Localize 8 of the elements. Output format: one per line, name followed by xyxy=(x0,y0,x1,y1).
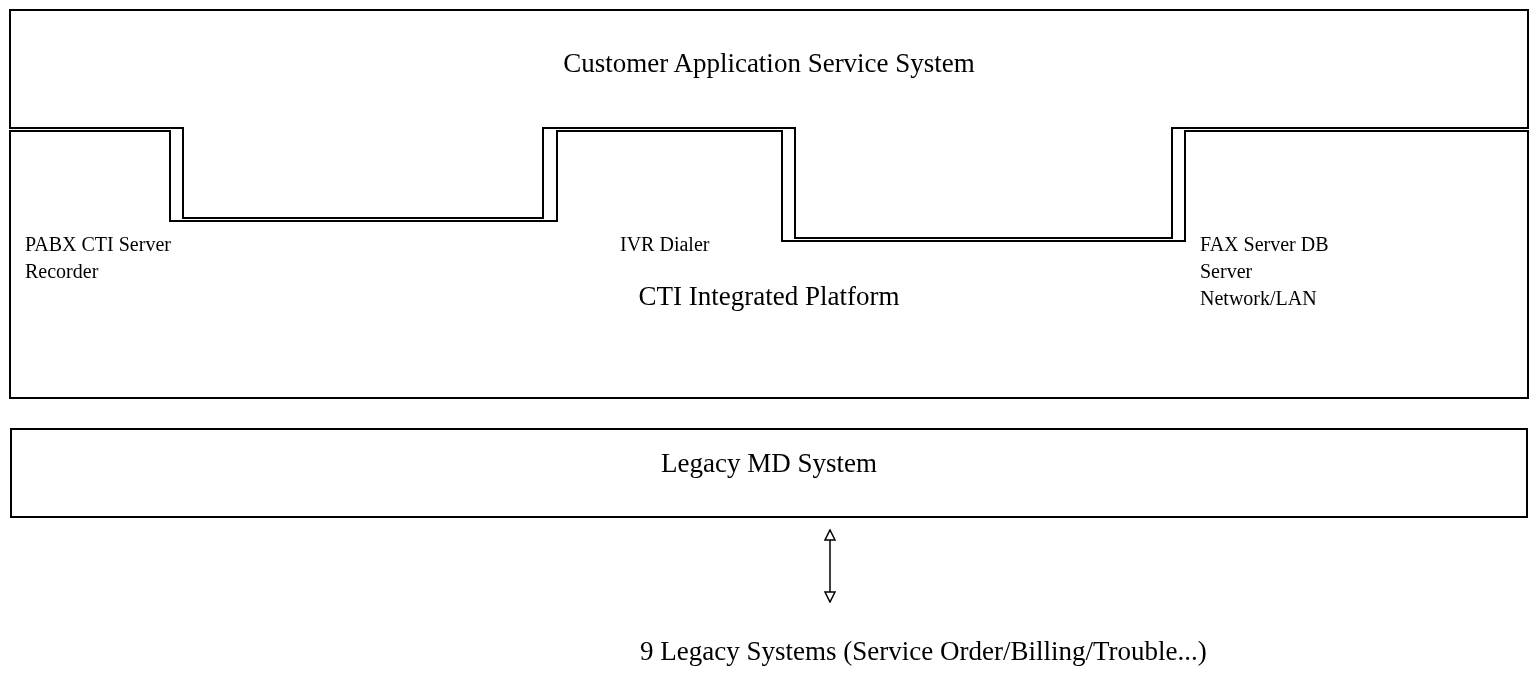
component-list: FAX Server DB Server Network/LAN xyxy=(1200,231,1370,312)
layer-title: Legacy MD System xyxy=(661,448,877,479)
component-list: PABX CTI Server Recorder xyxy=(25,231,175,285)
layer-title: CTI Integrated Platform xyxy=(638,281,900,312)
layer-title: Customer Application Service System xyxy=(563,48,975,79)
system-label: 9 Legacy Systems (Service Order/Billing/Trouble...) xyxy=(640,636,1207,667)
double-arrow xyxy=(824,529,836,603)
component-list: IVR Dialer xyxy=(620,231,770,258)
